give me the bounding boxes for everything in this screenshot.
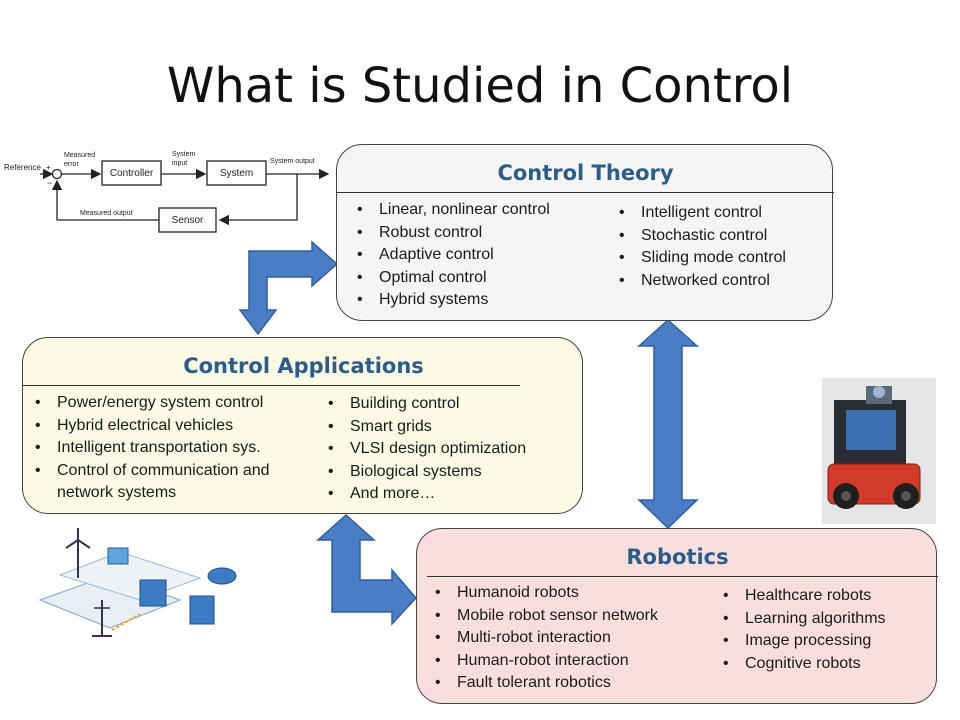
reference-label: Reference xyxy=(4,163,41,172)
measured-output-label: Measured output xyxy=(80,210,133,217)
list-item: Multi-robot interaction xyxy=(429,627,658,650)
robotics-box: Robotics Humanoid robots Mobile robot se… xyxy=(416,528,938,704)
control-theory-list-2: Intelligent control Stochastic control S… xyxy=(613,202,786,292)
robotics-heading: Robotics xyxy=(626,545,729,569)
plus-sign: + xyxy=(46,163,51,172)
list-item: Intelligent control xyxy=(613,202,786,225)
controller-block xyxy=(101,160,162,186)
controller-label: Controller xyxy=(109,168,154,179)
list-item: Stochastic control xyxy=(613,225,786,248)
control-theory-divider xyxy=(337,192,834,193)
list-item: Fault tolerant robotics xyxy=(429,672,658,695)
robotics-divider xyxy=(427,576,938,577)
apps-theory-arrow xyxy=(238,240,339,336)
list-item: Power/energy system control xyxy=(29,392,321,415)
control-applications-divider xyxy=(23,385,520,386)
list-item: Optimal control xyxy=(351,267,550,290)
list-item: Robust control xyxy=(351,222,550,245)
list-item: Learning algorithms xyxy=(717,608,886,631)
control-theory-box: Control Theory Linear, nonlinear control… xyxy=(336,144,834,321)
list-item: Linear, nonlinear control xyxy=(351,199,550,222)
robotics-list-2: Healthcare robots Learning algorithms Im… xyxy=(717,585,886,675)
system-output-label: System output xyxy=(270,158,315,165)
list-item: Cognitive robots xyxy=(717,653,886,676)
slide-title: What is Studied in Control xyxy=(166,58,794,114)
list-item: Healthcare robots xyxy=(717,585,886,608)
list-item: And more… xyxy=(322,483,526,506)
list-item: Mobile robot sensor network xyxy=(429,605,658,628)
list-item: Human-robot interaction xyxy=(429,650,658,673)
control-applications-heading: Control Applications xyxy=(183,354,424,378)
system-block xyxy=(206,160,267,186)
list-item: Adaptive control xyxy=(351,244,550,267)
list-item: Building control xyxy=(322,393,526,416)
control-theory-list-1: Linear, nonlinear control Robust control… xyxy=(351,199,550,312)
list-item: Control of communication and network sys… xyxy=(29,460,321,505)
control-applications-list-1: Power/energy system control Hybrid elect… xyxy=(29,392,321,505)
feedback-block-diagram xyxy=(40,160,330,233)
system-label: System xyxy=(219,168,254,179)
control-applications-list-2: Building control Smart grids VLSI design… xyxy=(322,393,526,506)
control-theory-heading: Control Theory xyxy=(497,161,674,185)
sensor-label: Sensor xyxy=(171,215,204,226)
list-item: Networked control xyxy=(613,270,786,293)
robotics-list-1: Humanoid robots Mobile robot sensor netw… xyxy=(429,582,658,695)
energy-grid-illustration xyxy=(22,528,244,648)
theory-robotics-arrow xyxy=(637,318,699,530)
list-item: Sliding mode control xyxy=(613,247,786,270)
mobile-robot-image xyxy=(822,378,936,524)
control-applications-box: Control Applications Power/energy system… xyxy=(22,337,583,514)
minus-sign: − xyxy=(47,178,53,188)
list-item: Intelligent transportation sys. xyxy=(29,437,321,460)
list-item: Hybrid systems xyxy=(351,289,550,312)
list-item: Smart grids xyxy=(322,416,526,439)
list-item: Image processing xyxy=(717,630,886,653)
apps-robotics-arrow xyxy=(316,513,418,626)
list-item: Hybrid electrical vehicles xyxy=(29,415,321,438)
list-item: Biological systems xyxy=(322,461,526,484)
list-item: Humanoid robots xyxy=(429,582,658,605)
list-item: VLSI design optimization xyxy=(322,438,526,461)
